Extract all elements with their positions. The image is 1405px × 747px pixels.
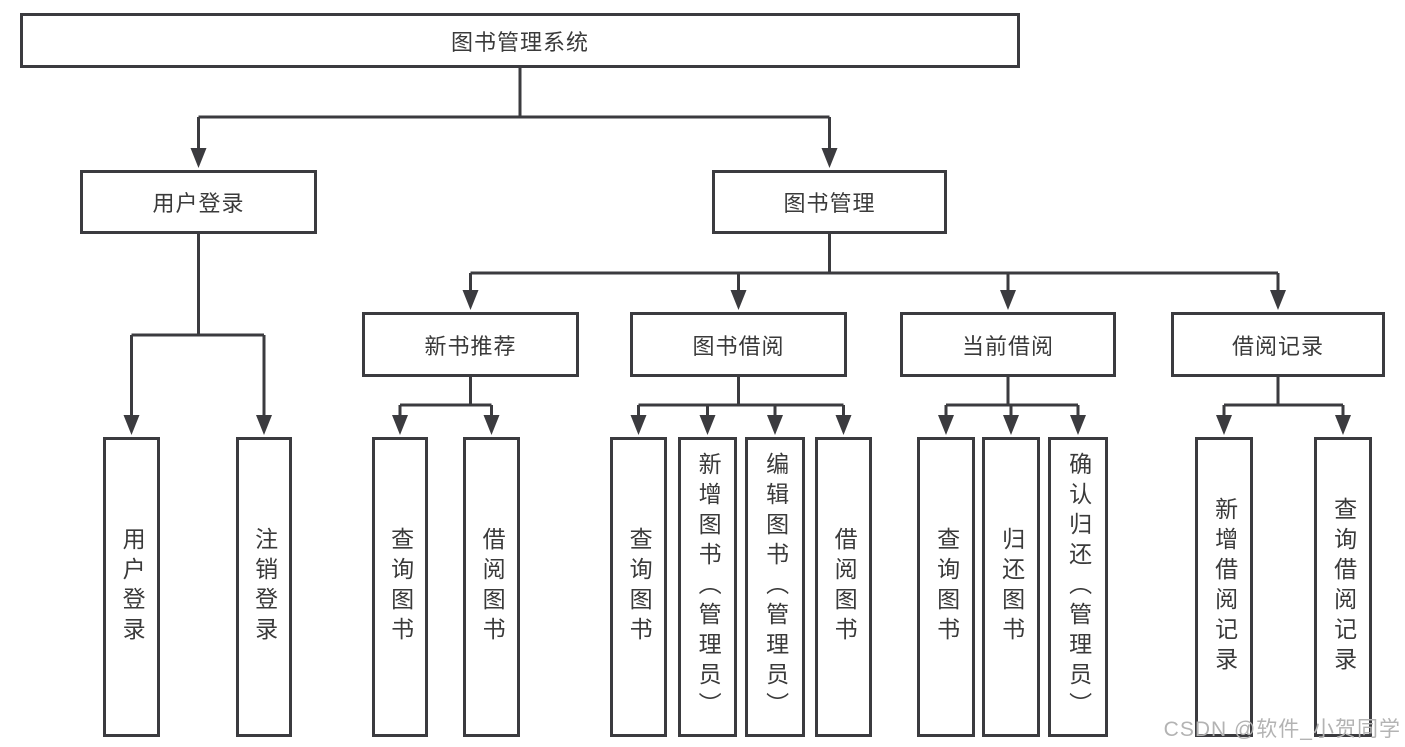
node-borrowing-records-label: 借阅记录 bbox=[1231, 333, 1324, 359]
node-root-label: 图书管理系统 bbox=[450, 29, 589, 55]
connector-current-borrowing-split bbox=[938, 377, 1086, 435]
leaf-query-books-recommend: 查询图书 bbox=[372, 437, 428, 737]
node-current-borrowing: 当前借阅 bbox=[900, 312, 1116, 377]
leaf-add-borrow-record-label: 新增借阅记录 bbox=[1211, 497, 1238, 677]
node-borrowing-records: 借阅记录 bbox=[1171, 312, 1385, 377]
leaf-add-borrow-record: 新增借阅记录 bbox=[1195, 437, 1253, 737]
node-book-borrowing-label: 图书借阅 bbox=[692, 333, 785, 359]
leaf-user-login: 用户登录 bbox=[103, 437, 160, 737]
leaf-add-book-admin: 新增图书（管理员） bbox=[678, 437, 737, 737]
connector-book-management-split bbox=[462, 234, 1286, 310]
leaf-edit-book-admin: 编辑图书（管理员） bbox=[745, 437, 805, 737]
connector-borrowing-records-split bbox=[1216, 377, 1351, 435]
csdn-watermark: CSDN @软件_小贺同学 bbox=[1163, 718, 1401, 741]
connector-new-book-recommendation-split bbox=[392, 377, 500, 435]
leaf-borrow-books-recommend: 借阅图书 bbox=[463, 437, 520, 737]
leaf-logout-label: 注销登录 bbox=[251, 527, 278, 647]
leaf-edit-book-admin-label: 编辑图书（管理员） bbox=[762, 452, 789, 722]
leaf-return-book: 归还图书 bbox=[982, 437, 1040, 737]
leaf-query-books-borrowing-label: 查询图书 bbox=[626, 527, 653, 647]
leaf-return-book-label: 归还图书 bbox=[998, 527, 1025, 647]
connector-user-login-split bbox=[123, 234, 272, 435]
node-user-login-label: 用户登录 bbox=[152, 191, 245, 216]
node-book-management-label: 图书管理 bbox=[783, 191, 876, 216]
leaf-logout: 注销登录 bbox=[236, 437, 292, 737]
connector-book-borrowing-split bbox=[630, 377, 852, 435]
node-user-login: 用户登录 bbox=[80, 170, 317, 234]
connector-root-split bbox=[190, 68, 838, 168]
node-current-borrowing-label: 当前借阅 bbox=[961, 333, 1054, 359]
node-new-book-recommendation: 新书推荐 bbox=[362, 312, 579, 377]
leaf-query-borrow-record-label: 查询借阅记录 bbox=[1330, 497, 1357, 677]
leaf-query-borrow-record: 查询借阅记录 bbox=[1314, 437, 1372, 737]
leaf-borrow-books-borrowing-label: 借阅图书 bbox=[831, 527, 858, 647]
leaf-confirm-return-admin: 确认归还（管理员） bbox=[1048, 437, 1108, 737]
leaf-user-login-label: 用户登录 bbox=[119, 527, 146, 647]
leaf-query-books-current-label: 查询图书 bbox=[933, 527, 960, 647]
leaf-query-books-current: 查询图书 bbox=[917, 437, 975, 737]
leaf-confirm-return-admin-label: 确认归还（管理员） bbox=[1065, 452, 1092, 722]
node-new-book-recommendation-label: 新书推荐 bbox=[424, 333, 517, 359]
node-root: 图书管理系统 bbox=[20, 13, 1020, 68]
leaf-borrow-books-recommend-label: 借阅图书 bbox=[479, 527, 506, 647]
node-book-management: 图书管理 bbox=[712, 170, 947, 234]
leaf-add-book-admin-label: 新增图书（管理员） bbox=[695, 452, 722, 722]
leaf-borrow-books-borrowing: 借阅图书 bbox=[815, 437, 872, 737]
leaf-query-books-borrowing: 查询图书 bbox=[610, 437, 667, 737]
leaf-query-books-recommend-label: 查询图书 bbox=[387, 527, 414, 647]
node-book-borrowing: 图书借阅 bbox=[630, 312, 847, 377]
